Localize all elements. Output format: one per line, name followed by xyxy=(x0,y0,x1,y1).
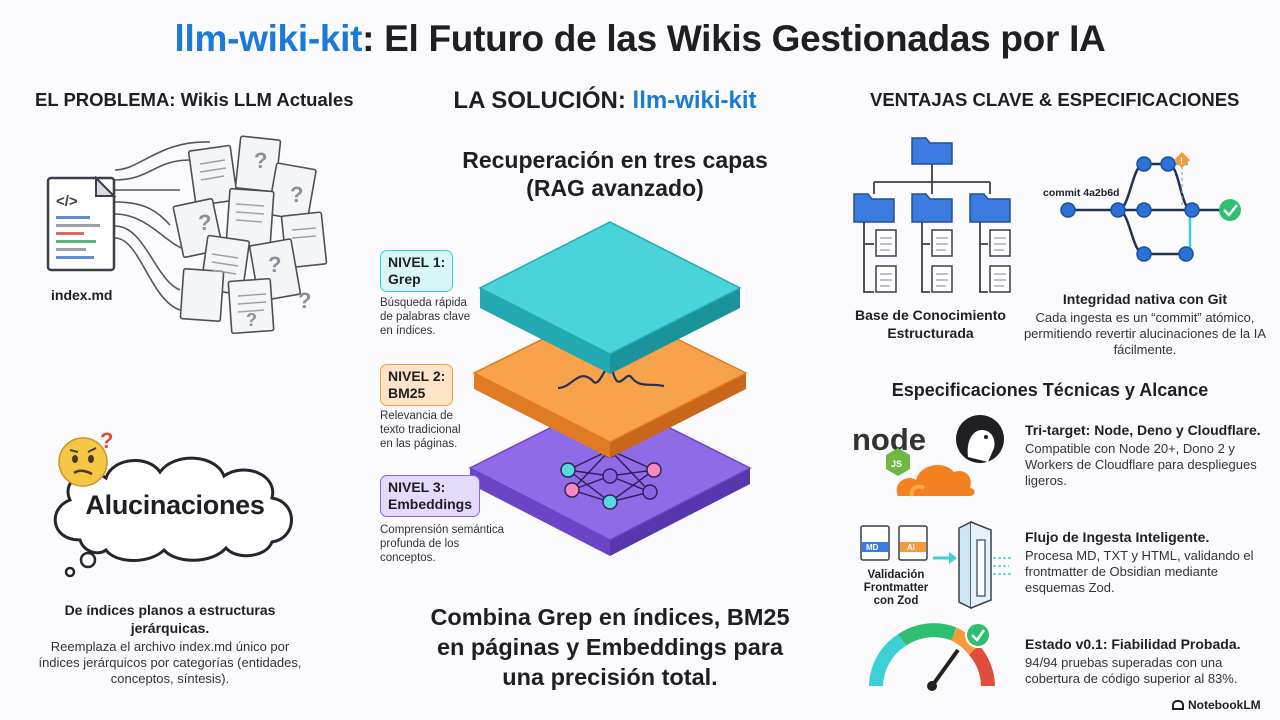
problem-bottom-desc: Reemplaza el archivo index.md único por … xyxy=(38,639,302,686)
svg-text:?: ? xyxy=(198,210,211,235)
git-desc: Cada ingesta es un “commit” atómico, per… xyxy=(1023,310,1267,357)
notebooklm-logo-icon xyxy=(1172,700,1184,710)
page-title: llm-wiki-kit: El Futuro de las Wikis Ges… xyxy=(0,18,1280,60)
zod-label: Validación Frontmatter con Zod xyxy=(850,569,942,608)
spec-title-2: Flujo de Ingesta Inteligente. xyxy=(1025,529,1210,545)
subtitle-line2: (RAG avanzado) xyxy=(526,175,704,201)
zod-line1: Validación xyxy=(867,569,925,581)
confused-face-icon: ? xyxy=(58,430,113,487)
md-badge-text: MD xyxy=(866,543,879,552)
bottom-line2: en páginas y Embeddings para xyxy=(436,634,784,660)
level-tag-label: NIVEL 2: xyxy=(388,368,446,384)
folder-tree-icon xyxy=(853,137,1011,293)
solution-title-prefix: LA SOLUCIÓN: xyxy=(453,87,633,114)
kb-line1: Base de Conocimiento xyxy=(855,307,1006,323)
level-tag-2: NIVEL 2:BM25 xyxy=(380,364,454,406)
level-desc-1: Búsqueda rápida de palabras clave en índ… xyxy=(380,297,471,337)
doc-lines xyxy=(199,159,317,313)
subtitle-line1: Recuperación en tres capas xyxy=(462,147,768,173)
level-tag-label: NIVEL 1: xyxy=(388,254,446,270)
check-icon xyxy=(965,622,991,648)
solution-title-brand: llm-wiki-kit xyxy=(632,87,757,114)
svg-text:?: ? xyxy=(246,310,257,330)
level-name: Embeddings xyxy=(388,496,473,512)
svg-text:?: ? xyxy=(100,430,113,453)
bottom-line1: Combina Grep en índices, BM25 xyxy=(430,604,790,630)
spec-desc-1: Compatible con Node 20+, Dono 2 y Worker… xyxy=(1025,441,1257,488)
connection-lines xyxy=(114,141,211,311)
arrow-right-icon xyxy=(949,552,957,564)
spec-title-1: Tri-target: Node, Deno y Cloudflare. xyxy=(1025,422,1261,438)
ai-file-icon: AI xyxy=(898,525,928,561)
zod-line3: con Zod xyxy=(873,595,919,607)
runtime-logos: node JS xyxy=(852,415,1004,497)
coverage-gauge-icon xyxy=(869,622,995,691)
level-name: Grep xyxy=(388,271,421,287)
question-marks: ? ? ? ? ? ? xyxy=(198,148,311,330)
solution-title: LA SOLUCIÓN: llm-wiki-kit xyxy=(365,87,845,115)
git-title: Integridad nativa con Git xyxy=(1062,291,1228,307)
index-file-label: index.md xyxy=(51,287,113,303)
index-file-icon: </> xyxy=(46,175,117,272)
warning-branch-icon: ! xyxy=(1174,152,1190,168)
git-commit-label: commit 4a2b6d xyxy=(1043,187,1120,199)
specs-title: Especificaciones Técnicas y Alcance xyxy=(891,380,1209,400)
zod-line2: Frontmatter xyxy=(863,582,929,594)
level-desc-2: Relevancia de texto tradicional en las p… xyxy=(380,410,461,450)
title-rest: : El Futuro de las Wikis Gestionadas por… xyxy=(362,18,1106,59)
footer-brand-text: NotebookLM xyxy=(1188,698,1261,712)
solution-bottom-text: Combina Grep en índices, BM25 en páginas… xyxy=(365,602,855,692)
svg-text:?: ? xyxy=(268,252,281,277)
spec-title-3: Estado v0.1: Fiabilidad Probada. xyxy=(1025,636,1241,652)
bottom-line3: una precisión total. xyxy=(502,664,718,690)
svg-text:</>: </> xyxy=(56,193,78,210)
problem-title: EL PROBLEMA: Wikis LLM Actuales xyxy=(35,89,354,110)
validation-gate-icon xyxy=(958,520,992,610)
node-logo-text: node xyxy=(852,422,926,457)
level-tag-3: NIVEL 3:Embeddings xyxy=(380,475,481,517)
check-icon xyxy=(1219,199,1241,221)
scattered-docs-illustration: </> ? ? ? ? ? ? xyxy=(46,135,328,335)
deno-logo-icon xyxy=(956,415,1004,463)
spec-desc-3: 94/94 pruebas superadas con una cobertur… xyxy=(1025,655,1238,686)
advantages-title: VENTAJAS CLAVE & ESPECIFICACIONES xyxy=(870,89,1240,110)
hallucination-label: Alucinaciones xyxy=(85,490,265,520)
problem-bottom-title: De índices planos a estructuras jerárqui… xyxy=(64,602,276,636)
cloudflare-logo-icon xyxy=(896,465,975,497)
scattered-documents xyxy=(172,135,328,335)
gauge-needle xyxy=(930,648,960,688)
solution-subtitle: Recuperación en tres capas (RAG avanzado… xyxy=(365,146,865,202)
cloud-bubbles xyxy=(64,551,97,578)
svg-text:?: ? xyxy=(290,182,303,207)
kb-label: Base de Conocimiento Estructurada xyxy=(838,306,1023,342)
js-badge-text: JS xyxy=(891,459,902,469)
kb-line2: Estructurada xyxy=(887,325,974,341)
layer-embeddings xyxy=(468,397,752,556)
level-tag-1: NIVEL 1:Grep xyxy=(380,250,454,292)
ai-badge-text: AI xyxy=(907,543,915,552)
svg-text:!: ! xyxy=(1180,156,1183,166)
nodejs-hexagon-icon: JS xyxy=(886,448,910,476)
footer-brand: NotebookLM xyxy=(1172,698,1261,712)
level-desc-3: Comprensión semántica profunda de los co… xyxy=(380,524,505,564)
svg-text:?: ? xyxy=(298,288,311,313)
ingest-flow-icon: MD AI xyxy=(860,520,1013,610)
md-file-icon: MD xyxy=(860,525,890,561)
svg-text:?: ? xyxy=(254,148,267,173)
three-layer-stack xyxy=(468,221,752,556)
title-brand: llm-wiki-kit xyxy=(174,18,363,59)
layer-grep xyxy=(478,221,742,374)
spec-desc-2: Procesa MD, TXT y HTML, validando el fro… xyxy=(1025,548,1254,595)
hallucination-cloud: ? xyxy=(53,430,293,578)
git-graph-icon: ! xyxy=(1060,152,1241,262)
level-name: BM25 xyxy=(388,385,426,401)
level-tag-label: NIVEL 3: xyxy=(388,479,446,495)
